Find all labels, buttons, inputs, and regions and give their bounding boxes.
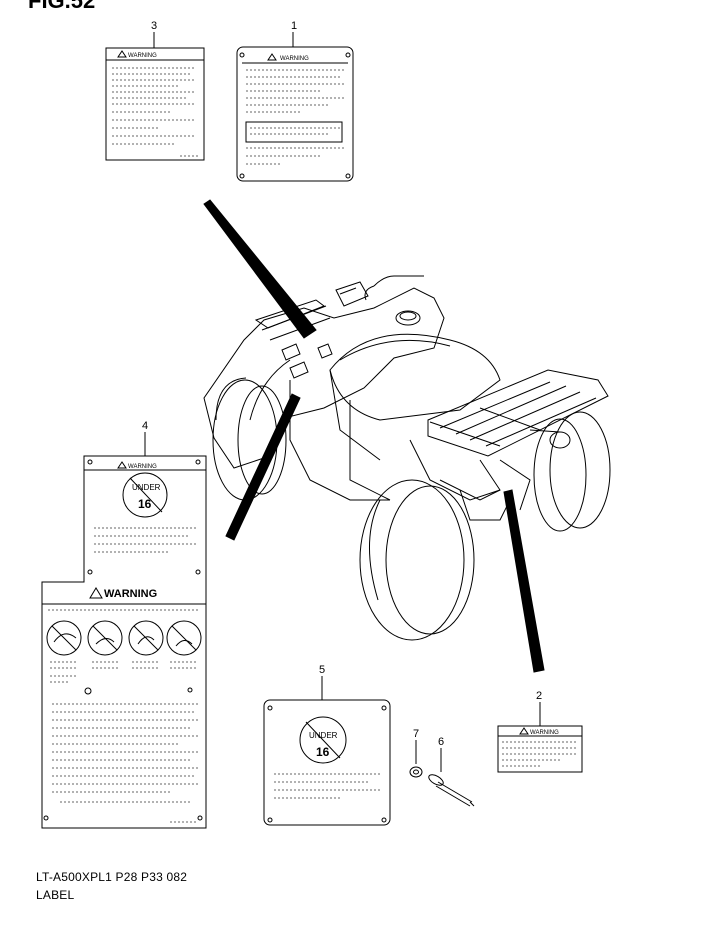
label-4-warning-text-top: WARNING xyxy=(128,464,157,470)
callout-numbers: 1 2 3 4 5 6 7 xyxy=(142,20,542,748)
section-label: LABEL xyxy=(36,888,75,902)
label-3-warning-text: WARNING xyxy=(128,53,157,59)
atv-body xyxy=(203,275,611,641)
washer-part-7[interactable] xyxy=(409,740,423,778)
callout-6[interactable]: 6 xyxy=(438,736,444,748)
under-16-num-5: 16 xyxy=(316,745,330,759)
model-code: LT-A500XPL1 P28 P33 082 xyxy=(36,870,188,884)
callout-1[interactable]: 1 xyxy=(291,20,297,32)
label-1-warning[interactable]: WARNING xyxy=(236,46,354,182)
pictogram-4 xyxy=(166,620,202,656)
label-2-warning-text: WARNING xyxy=(530,730,559,736)
pictogram-2 xyxy=(87,620,123,656)
pictogram-3 xyxy=(128,620,164,656)
under-16-num-4: 16 xyxy=(138,497,152,511)
label-1-warning-text: WARNING xyxy=(280,56,309,62)
label-3-warning[interactable]: WARNING xyxy=(105,47,205,161)
label-4-warning-text-bottom: WARNING xyxy=(104,588,157,600)
under-16-text-4: UNDER xyxy=(132,483,161,492)
callout-7[interactable]: 7 xyxy=(413,728,419,740)
under-16-symbol-5 xyxy=(299,716,347,764)
figure-title: FIG.52 xyxy=(28,0,96,13)
callout-2[interactable]: 2 xyxy=(536,690,542,702)
leader-wedge-label-1 xyxy=(203,199,317,339)
leader-wedge-label-4 xyxy=(225,393,301,541)
rivet-part-6[interactable] xyxy=(427,748,475,807)
callout-5[interactable]: 5 xyxy=(319,664,325,676)
label-2-warning[interactable]: WARNING xyxy=(497,725,583,773)
under-16-symbol-4 xyxy=(122,472,168,518)
under-16-text-5: UNDER xyxy=(309,731,338,740)
pictogram-1 xyxy=(46,620,82,656)
callout-4[interactable]: 4 xyxy=(142,420,148,432)
callout-3[interactable]: 3 xyxy=(151,20,157,32)
label-4-warning[interactable]: WARNING UNDER 16 WARNING xyxy=(41,455,207,829)
label-5-under16[interactable]: UNDER 16 xyxy=(263,699,391,826)
leader-wedge-label-2 xyxy=(503,489,545,673)
